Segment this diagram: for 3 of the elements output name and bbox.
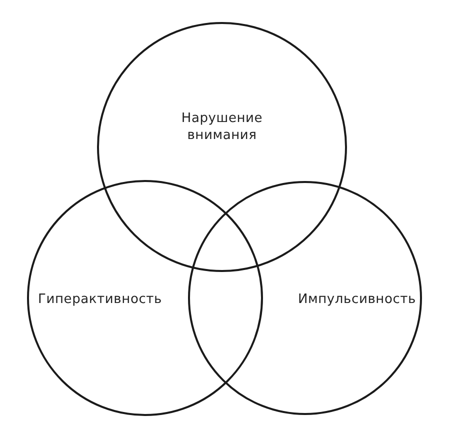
circle-label: Гиперактивность — [37, 291, 163, 308]
circle-label: Импульсивность — [297, 291, 417, 308]
circle-label: Нарушение внимания — [180, 110, 264, 144]
